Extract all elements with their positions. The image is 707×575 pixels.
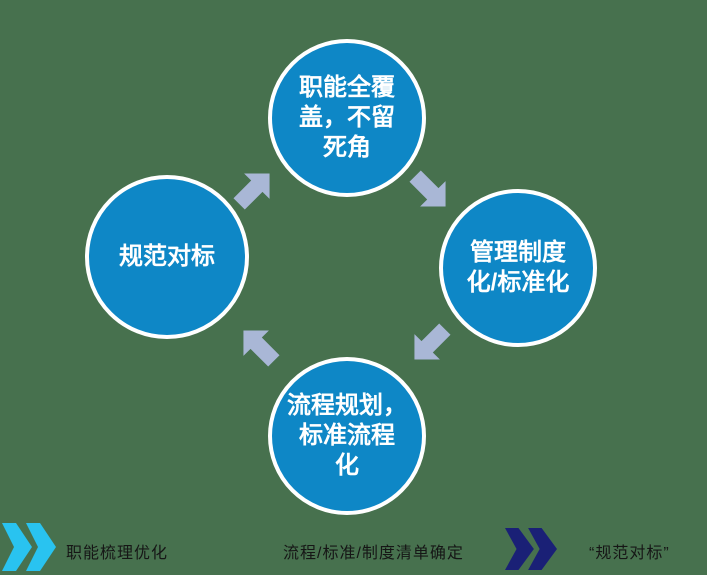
cycle-node-bottom-label: 流程规划， 标准流程 化: [287, 392, 407, 479]
cycle-node-right-label: 管理制度 化/标准化: [466, 239, 570, 296]
double-chevron-right-cyan-icon: [2, 523, 56, 575]
footer-step-2-label: 流程/标准/制度清单确定: [283, 545, 464, 562]
cycle-arrow-sw-icon: [402, 316, 458, 372]
cycle-node-left-label: 规范对标: [119, 243, 215, 270]
double-chevron-right-navy-icon: [505, 528, 557, 575]
footer-step-3-label: “规范对标”: [589, 545, 670, 562]
footer-step-1-label: 职能梳理优化: [66, 545, 169, 562]
cycle-node-bottom: 流程规划， 标准流程 化: [268, 357, 426, 515]
cycle-arrow-nw-icon: [231, 318, 287, 374]
cycle-node-top-label: 职能全覆 盖，不留 死角: [299, 74, 395, 161]
cycle-node-left: 规范对标: [85, 175, 249, 339]
cycle-arrow-ne-icon: [226, 161, 282, 217]
cycle-node-right: 管理制度 化/标准化: [439, 189, 597, 347]
cycle-node-top: 职能全覆 盖，不留 死角: [268, 39, 426, 197]
cycle-arrow-se-icon: [402, 163, 458, 219]
